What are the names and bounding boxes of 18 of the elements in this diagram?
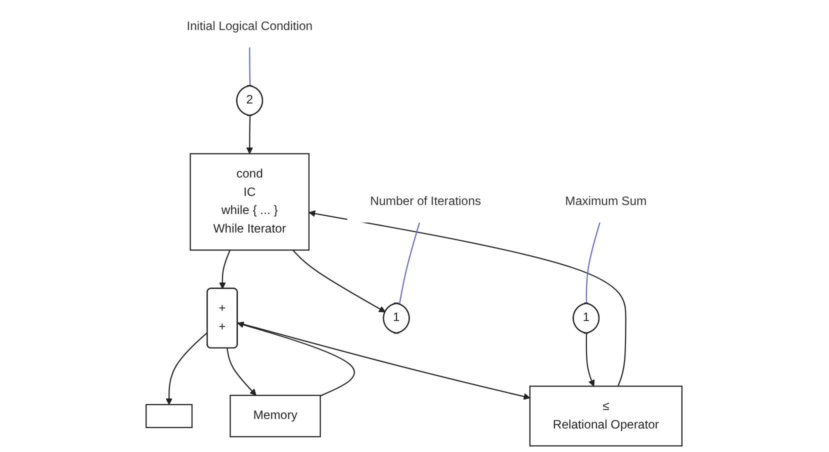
connector — [250, 47, 252, 86]
node-box — [146, 404, 194, 428]
arrow — [246, 116, 254, 154]
connector — [586, 222, 601, 304]
arrow — [227, 348, 257, 396]
arrow — [309, 210, 627, 386]
arrow — [586, 333, 596, 387]
connector — [399, 222, 421, 304]
arrow — [293, 250, 386, 312]
node-box: ≤ Relational Operator — [530, 386, 683, 446]
node-box: Memory — [230, 394, 322, 438]
node-text: Initial Logical Condition — [187, 20, 314, 33]
node-box: cond IC while { ... } While Iterator — [190, 153, 310, 251]
arrow — [238, 322, 531, 400]
node-text: Maximum Sum — [566, 195, 648, 208]
arrow — [220, 250, 231, 289]
arrow — [166, 332, 208, 405]
arrow — [238, 322, 356, 396]
